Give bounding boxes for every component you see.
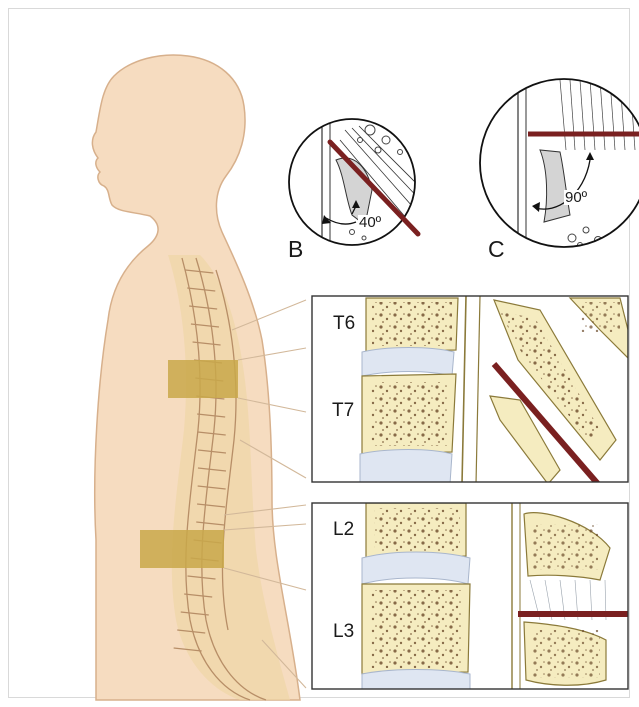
- t6-label: T6: [333, 314, 355, 333]
- inset-c: [478, 78, 639, 250]
- thoracic-detail-panel: [312, 296, 628, 484]
- panel-c-label: C: [488, 238, 505, 261]
- lumbar-level-block: [140, 530, 224, 568]
- panel-b-label: B: [288, 238, 303, 261]
- lumbar-detail-panel: [312, 503, 628, 690]
- angle-b-label: 40º: [358, 215, 382, 230]
- angle-c-label: 90º: [564, 190, 588, 205]
- l2-label: L2: [333, 520, 354, 539]
- l3-label: L3: [333, 622, 354, 641]
- thoracic-level-block: [168, 360, 238, 398]
- t7-label: T7: [332, 401, 354, 420]
